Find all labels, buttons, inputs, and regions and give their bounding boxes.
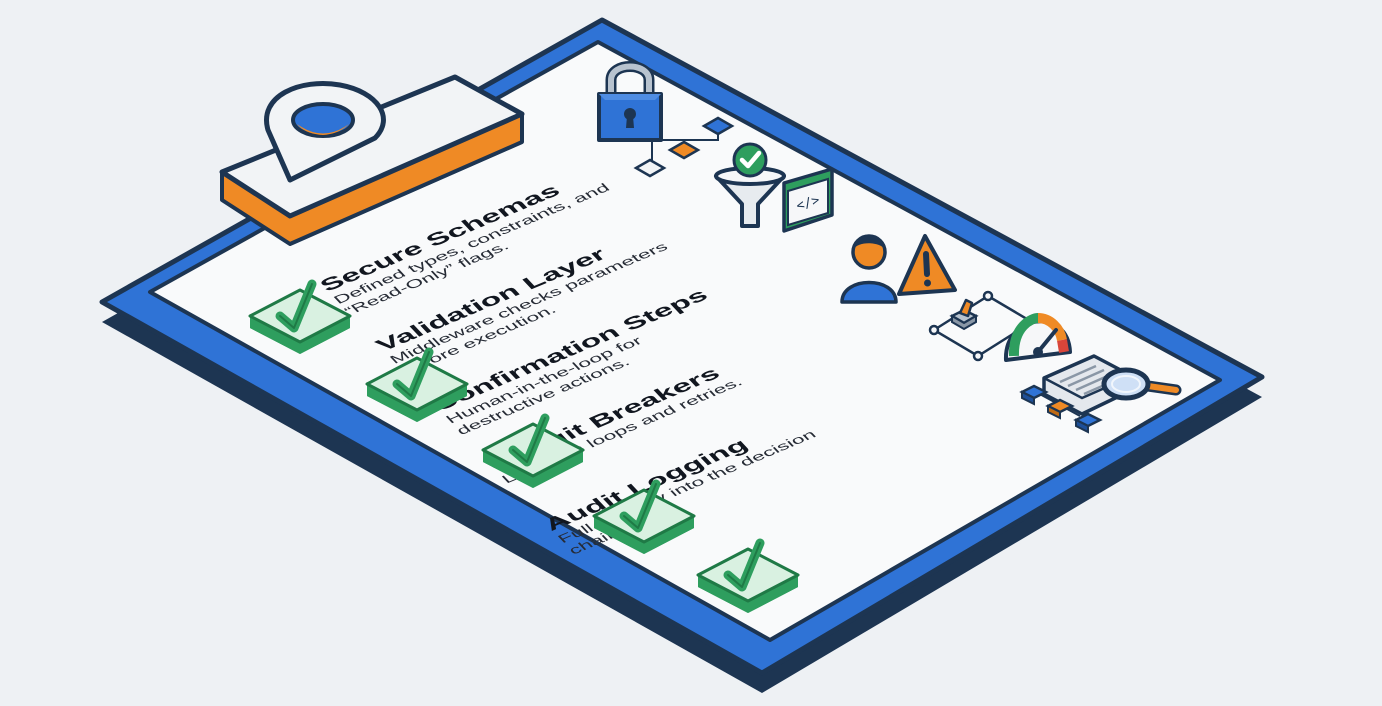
person-icon	[838, 226, 900, 306]
magnifier-icon	[1098, 364, 1182, 414]
schema-tree-icon	[632, 112, 742, 182]
warning-icon	[895, 232, 959, 298]
checkbox-confirmation-steps[interactable]	[479, 410, 587, 492]
checkbox-circuit-breakers[interactable]	[590, 476, 698, 558]
padlock-icon	[595, 56, 665, 148]
funnel-check-icon	[710, 140, 790, 232]
checkbox-validation-layer[interactable]	[363, 344, 471, 426]
log-blocks-icon	[1018, 380, 1108, 440]
code-window-icon: </>	[780, 165, 840, 237]
checkbox-audit-logging[interactable]	[694, 535, 802, 617]
svg-text:</>: </>	[795, 193, 822, 214]
gauge-icon	[998, 300, 1078, 370]
checkbox-secure-schemas[interactable]	[246, 276, 354, 358]
clipboard-clip	[219, 74, 525, 246]
